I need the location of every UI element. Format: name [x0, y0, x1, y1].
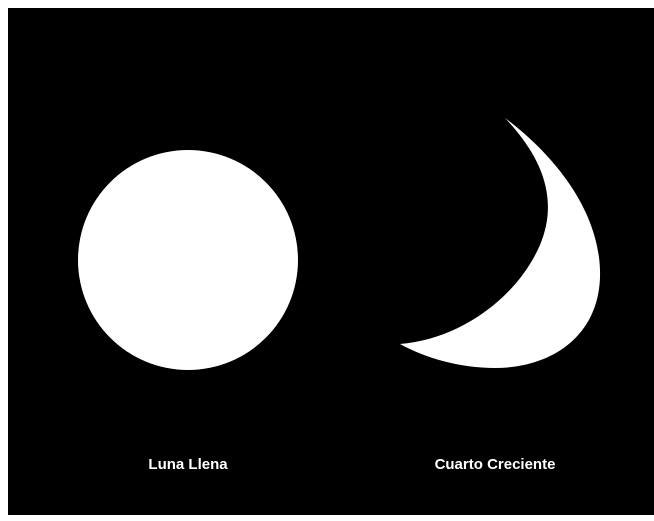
- first-quarter-label: Cuarto Creciente: [435, 456, 556, 473]
- full-moon-shape: [78, 150, 298, 370]
- crescent-moon-shape: [400, 118, 600, 368]
- full-moon-label: Luna Llena: [148, 456, 227, 473]
